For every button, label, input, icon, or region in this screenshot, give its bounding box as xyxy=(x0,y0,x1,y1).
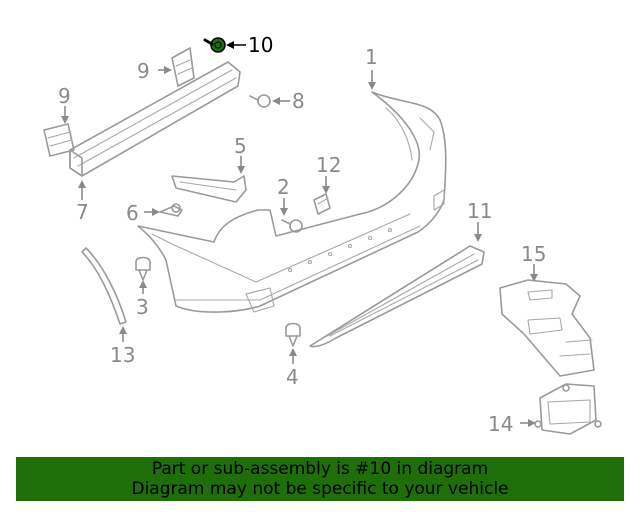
part-6-screw[interactable] xyxy=(159,203,183,217)
callout-9-upper[interactable]: 9 xyxy=(137,59,150,83)
callout-14[interactable]: 14 xyxy=(488,412,513,436)
callout-4[interactable]: 4 xyxy=(286,365,299,389)
callout-9-lower[interactable]: 9 xyxy=(58,84,71,108)
part-3-push-pin[interactable] xyxy=(135,256,151,281)
callout-6[interactable]: 6 xyxy=(126,201,139,225)
callout-2[interactable]: 2 xyxy=(277,175,290,199)
callout-5[interactable]: 5 xyxy=(234,134,247,158)
part-5-side-bracket[interactable] xyxy=(171,175,247,203)
part-9-lower-bracket[interactable] xyxy=(43,123,75,157)
part-9-upper-bracket[interactable] xyxy=(171,47,195,87)
part-7-reinforcement-bar[interactable] xyxy=(69,61,241,177)
callout-7[interactable]: 7 xyxy=(76,200,89,224)
part-11-lower-trim[interactable] xyxy=(309,245,485,348)
part-13-molding[interactable] xyxy=(81,247,127,325)
part-2-bolt[interactable] xyxy=(281,219,303,233)
part-10-fastener[interactable] xyxy=(203,37,226,53)
callout-12[interactable]: 12 xyxy=(316,153,341,177)
part-4-push-pin[interactable] xyxy=(285,322,301,347)
callout-8[interactable]: 8 xyxy=(292,89,305,113)
callout-10[interactable]: 10 xyxy=(248,33,273,57)
part-8-bolt[interactable] xyxy=(249,94,271,108)
callout-11[interactable]: 11 xyxy=(467,199,492,223)
callout-15[interactable]: 15 xyxy=(521,242,546,266)
banner-line-1: Part or sub-assembly is #10 in diagram xyxy=(151,459,489,479)
part-12-clip[interactable] xyxy=(313,193,331,215)
part-info-banner: Part or sub-assembly is #10 in diagram D… xyxy=(16,457,624,501)
part-1-bumper-cover[interactable] xyxy=(137,91,447,313)
callout-3[interactable]: 3 xyxy=(136,295,149,319)
part-14-sensor-module[interactable] xyxy=(534,383,602,435)
part-15-splash-shield[interactable] xyxy=(499,279,595,377)
callout-1[interactable]: 1 xyxy=(365,45,378,69)
callout-13[interactable]: 13 xyxy=(110,343,135,367)
banner-line-2: Diagram may not be specific to your vehi… xyxy=(131,479,509,499)
